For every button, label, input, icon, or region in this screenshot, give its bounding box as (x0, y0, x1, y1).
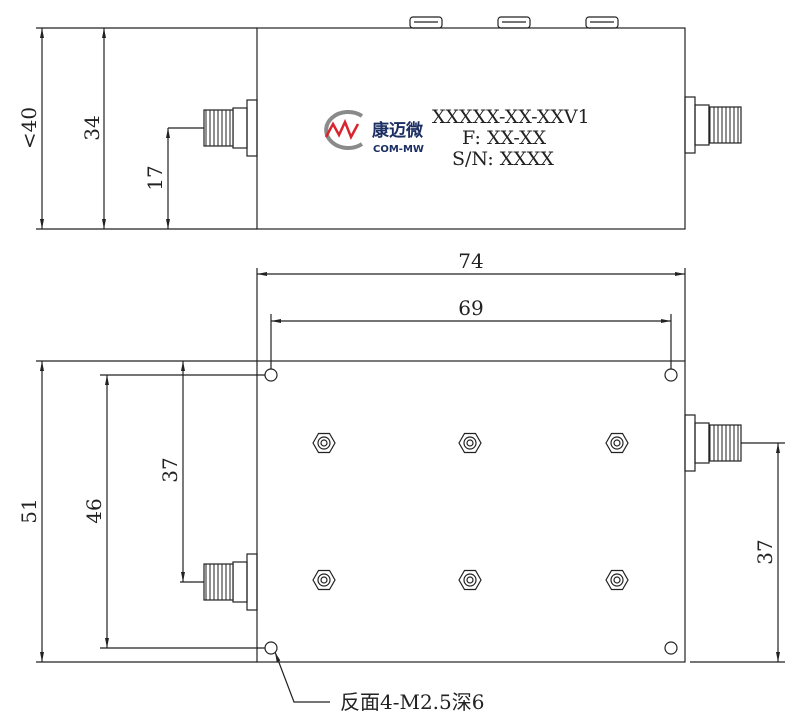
dim-74-text: 74 (458, 249, 483, 273)
hex-nut-grid (312, 432, 629, 591)
label-model: XXXXX-XX-XXV1 (432, 106, 590, 128)
bottom-view (36, 268, 785, 703)
mount-hole-br (664, 641, 678, 655)
bottom-body (256, 360, 686, 663)
company-logo: 康迈微 COM-MW (324, 110, 424, 155)
logo-name-cn: 康迈微 (372, 120, 424, 141)
top-view (36, 16, 742, 230)
dim-51-text: 51 (17, 498, 41, 523)
dim-46-text: 46 (82, 498, 106, 523)
dim-69-text: 69 (458, 296, 483, 320)
dim-17-text: 17 (143, 165, 167, 190)
top-right-connector (684, 96, 742, 154)
dim-37-left-text: 37 (158, 457, 182, 482)
bottom-left-connector (180, 553, 258, 611)
label-freq: F: XX-XX (462, 127, 547, 149)
logo-name-en: COM-MW (373, 144, 424, 155)
top-body (256, 27, 686, 230)
logo-wave-icon (324, 118, 360, 140)
label-serial: S/N: XXXX (452, 148, 554, 170)
top-left-connector (168, 99, 258, 157)
dim-37-right-text: 37 (753, 539, 777, 564)
note-leader (274, 651, 330, 703)
dim-34-text: 34 (80, 115, 104, 140)
bottom-right-connector (684, 414, 785, 472)
logo-ring-icon (324, 110, 364, 150)
mounting-note: 反面4-M2.5深6 (340, 690, 485, 714)
top-screw-heads (409, 16, 619, 29)
dim-height-text: <40 (17, 107, 41, 149)
